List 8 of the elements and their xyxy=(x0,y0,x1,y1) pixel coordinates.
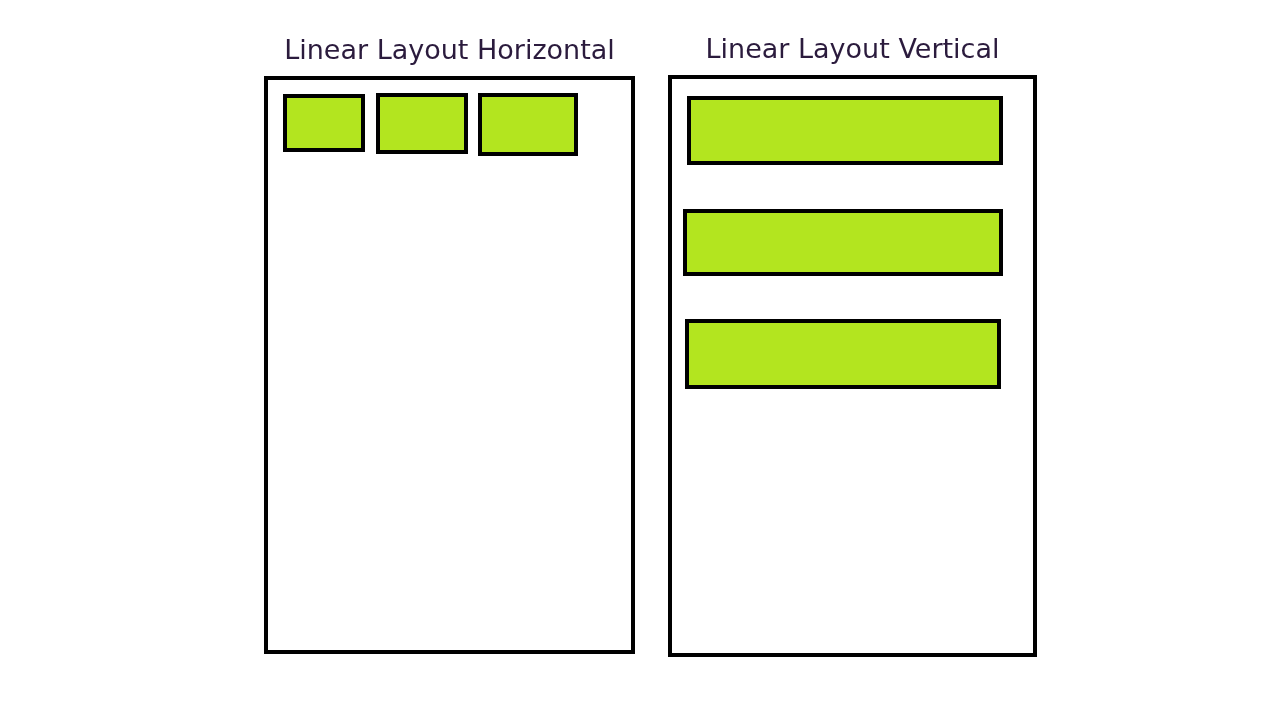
frame-title: Linear Layout Vertical xyxy=(705,34,1000,64)
view-block xyxy=(685,319,1001,389)
view-block xyxy=(376,93,468,154)
view-block xyxy=(683,209,1003,276)
view-block xyxy=(478,93,578,156)
frame-title: Linear Layout Horizontal xyxy=(284,35,615,65)
view-block xyxy=(283,94,365,152)
view-block xyxy=(687,96,1003,165)
